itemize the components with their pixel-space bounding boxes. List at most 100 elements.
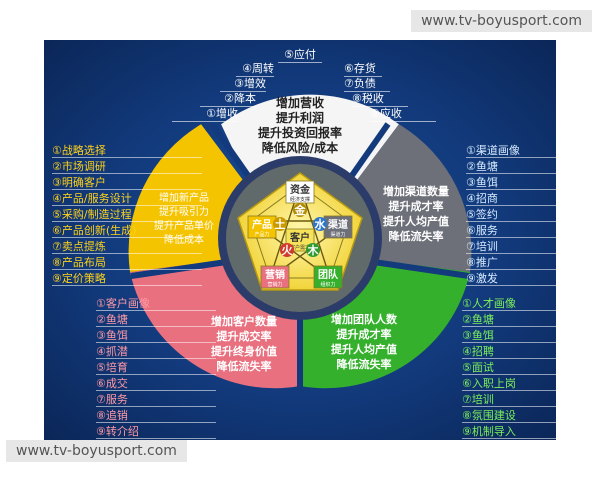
watermark: www.tv-boyusport.com — [411, 10, 592, 32]
list-item: ⑤培育 — [96, 360, 216, 376]
leader-line — [462, 438, 556, 439]
list-item: ⑥成交 — [96, 376, 216, 392]
list-item: ⑥服务 — [466, 223, 556, 239]
leader-line — [466, 173, 556, 174]
list-item-label: ⑧氛围建设 — [462, 409, 516, 422]
top-item: ①增收 — [172, 105, 238, 122]
segment-text: 降低成本 — [164, 233, 204, 246]
top-item: ⑦负债 — [344, 75, 390, 92]
segment-text: 增加客户数量 — [211, 314, 277, 328]
node-subtitle: 客户需求 — [290, 244, 310, 251]
list-item: ③鱼饵 — [466, 175, 556, 191]
leader-line — [466, 157, 556, 158]
list-item-label: ④抓潜 — [96, 345, 128, 358]
leader-line — [52, 253, 202, 254]
watermark: www.tv-boyusport.com — [6, 440, 187, 462]
list-item: ⑧产品布局 — [52, 255, 202, 271]
node-subtitle: 渠道力 — [330, 231, 345, 238]
list-item-label: ②鱼塘 — [466, 160, 498, 173]
leader-line — [466, 253, 556, 254]
list-item-label: ⑤面试 — [462, 361, 494, 374]
list-item: ⑥入职上岗 — [462, 376, 556, 392]
list-item-label: ⑦培训 — [466, 240, 498, 253]
element-badge — [280, 243, 294, 257]
segment-text: 降低流失率 — [217, 359, 272, 373]
list-item: ⑦培训 — [462, 392, 556, 408]
segment-text: 提升利润 — [276, 110, 324, 125]
segment-text: 增加营收 — [276, 95, 324, 110]
list-item-label: ②鱼塘 — [462, 313, 494, 326]
leader-line — [52, 189, 202, 190]
list-item: ⑥产品创新(生成) — [52, 223, 202, 239]
leader-line — [96, 374, 216, 375]
leader-line — [462, 326, 556, 327]
list-item-label: ⑧追销 — [96, 409, 128, 422]
segment-text: 提升产品单价 — [154, 219, 214, 232]
list-item: ②市场调研 — [52, 159, 202, 175]
leader-line — [462, 406, 556, 407]
element-badge — [293, 203, 307, 217]
list-item: ④招商 — [466, 191, 556, 207]
leader-line — [96, 406, 216, 407]
list-item-label: ①人才画像 — [462, 297, 516, 310]
list-item: ⑨激发 — [466, 271, 556, 287]
list-item: ②鱼塘 — [466, 159, 556, 175]
list-item-label: ④产品/服务设计 — [52, 192, 132, 205]
leader-line — [52, 221, 202, 222]
leader-line — [52, 173, 202, 174]
leader-line — [96, 422, 216, 423]
list-item-label: ①客户画像 — [96, 297, 150, 310]
element-badge — [306, 243, 320, 257]
leader-line — [52, 237, 202, 238]
list-item: ②鱼塘 — [462, 312, 556, 328]
leader-line — [462, 358, 556, 359]
leader-line — [96, 326, 216, 327]
leader-line — [96, 342, 216, 343]
segment-text: 提升投资回报率 — [258, 125, 342, 140]
node-subtitle: 经济支撑 — [290, 196, 310, 203]
segment-text: 提升成才率 — [337, 327, 392, 341]
segment-text: 提升终身价值 — [211, 344, 277, 358]
leader-line — [462, 310, 556, 311]
list-item: ④产品/服务设计 — [52, 191, 202, 207]
list-item-label: ⑧产品布局 — [52, 256, 106, 269]
segment-text: 提升成交率 — [217, 329, 272, 343]
top-item: ⑥存货 — [344, 60, 382, 77]
list-item-label: ⑧推广 — [466, 256, 498, 269]
list-item-label: ⑥入职上岗 — [462, 377, 516, 390]
leader-line — [466, 237, 556, 238]
list-item-label: ④招商 — [466, 192, 498, 205]
element-char: 土 — [275, 217, 286, 231]
list-item-label: ③鱼饵 — [462, 329, 494, 342]
list-item-label: ⑨激发 — [466, 272, 498, 285]
leader-line — [462, 422, 556, 423]
list-item: ⑤采购/制造过程 — [52, 207, 202, 223]
diagram-panel: 增加营收提升利润提升投资回报率降低风险/成本 增加新产品提升吸引力提升产品单价降… — [44, 40, 556, 440]
list-item-label: ③鱼饵 — [466, 176, 498, 189]
list-item: ⑧氛围建设 — [462, 408, 556, 424]
element-char: 火 — [282, 244, 294, 257]
list-item-label: ⑥成交 — [96, 377, 128, 390]
top-item: ⑤应付 — [278, 46, 322, 63]
segment-text: 提升成才率 — [389, 199, 444, 213]
element-char: 木 — [307, 243, 320, 257]
list-item-label: ⑨转介绍 — [96, 425, 139, 438]
node-title: 渠道 — [327, 218, 348, 231]
list-item-label: ⑤签约 — [466, 208, 498, 221]
leader-line — [52, 285, 202, 286]
list-item-label: ④招聘 — [462, 345, 494, 358]
top-item: ④周转 — [236, 60, 274, 77]
element-badge — [313, 217, 327, 231]
leader-line — [466, 221, 556, 222]
list-item: ⑤面试 — [462, 360, 556, 376]
node-subtitle: 组织力 — [320, 281, 335, 288]
leader-line — [462, 390, 556, 391]
leader-line — [52, 269, 202, 270]
